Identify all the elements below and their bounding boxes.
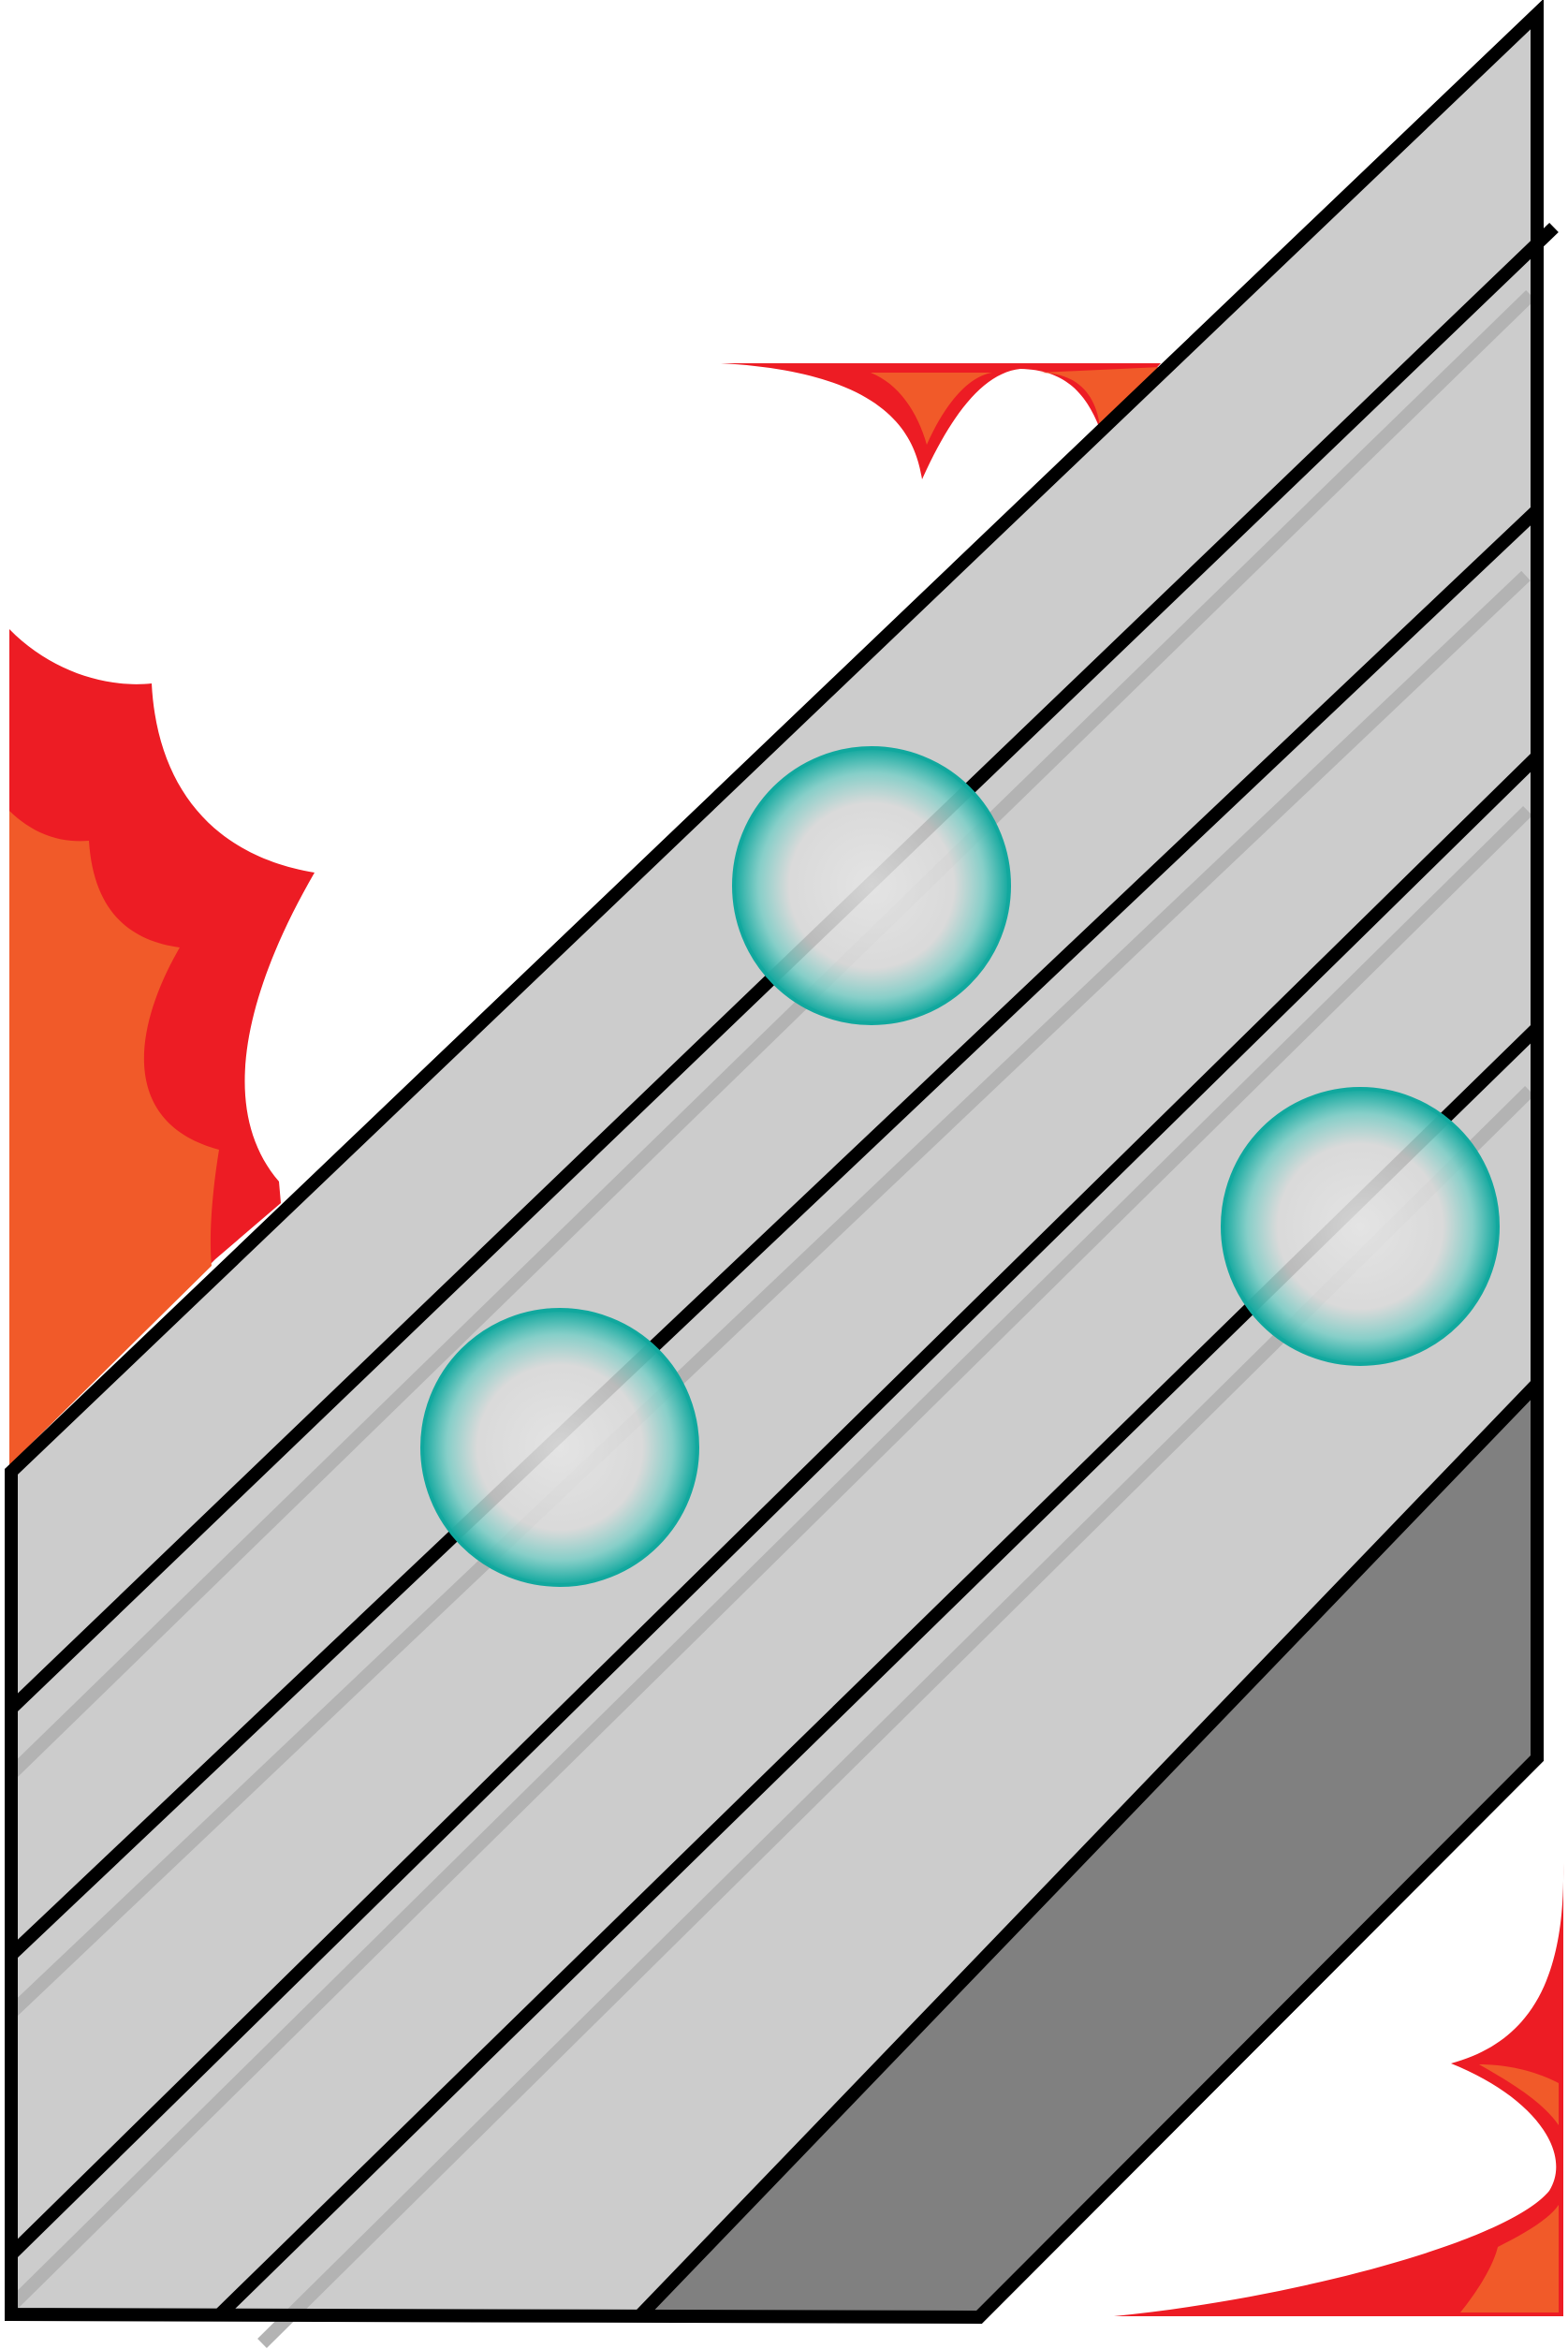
flame-left-orange (9, 811, 219, 1465)
groove-line (7, 570, 1531, 2019)
flame-top-orange (871, 367, 1161, 445)
flame-bottom-right (1114, 1863, 1564, 2316)
ridge-line (7, 505, 1542, 1960)
flame-top-red (721, 363, 1161, 479)
flame-top (721, 363, 1161, 479)
bubbles (420, 746, 1500, 1587)
flame-left (9, 629, 315, 1465)
corrugated-panel (5, 0, 1559, 2348)
panel-border (5, 0, 1544, 2325)
ridge-line (7, 752, 1542, 2259)
flame-bottom-right-orange (1460, 2064, 1559, 2312)
bubble (420, 1308, 699, 1587)
groove-line (7, 289, 1535, 1780)
bubble (1221, 1087, 1500, 1366)
groove-line (7, 806, 1532, 2311)
bubble (732, 746, 1011, 1025)
ridge-line (636, 1379, 1543, 2319)
panel-face (11, 14, 1537, 2317)
